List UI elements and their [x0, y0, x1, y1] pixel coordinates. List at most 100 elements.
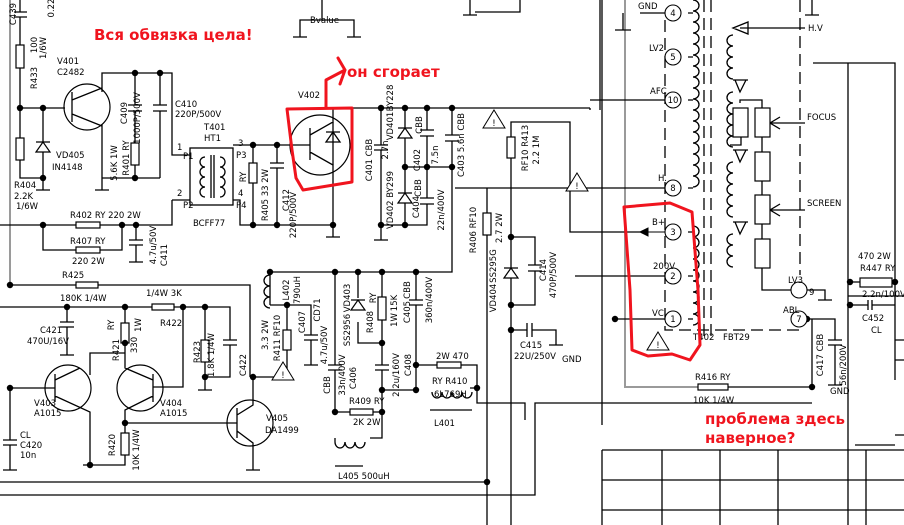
component-label: RY	[107, 319, 117, 330]
component-label: R408	[366, 311, 376, 333]
component-label: GND	[562, 355, 582, 365]
component-label: 220P/500V	[289, 192, 299, 238]
junction-node	[412, 361, 420, 369]
junction-node	[131, 69, 139, 77]
damper-diode	[324, 122, 342, 165]
resistor	[732, 107, 749, 138]
component-label: 1000P/500V	[133, 92, 143, 144]
component-label: 5.6K 1W	[110, 145, 120, 181]
junction-node	[378, 386, 386, 394]
component-label: C410	[175, 100, 197, 110]
component-label: 56n/200V	[839, 344, 849, 385]
resistor	[697, 383, 729, 391]
junction-node	[331, 268, 339, 276]
pin-number: 10	[668, 96, 679, 106]
junction-node	[507, 326, 515, 334]
component-label: R422	[160, 319, 182, 329]
component-label: 330	[130, 337, 140, 353]
component-label: 2.2 1M	[532, 136, 542, 165]
junction-node	[6, 384, 14, 392]
component-label: VD402 BY299	[386, 171, 396, 229]
component-label: R425	[62, 271, 84, 281]
gray-wire	[9, 0, 698, 388]
component-label: CBB	[323, 376, 333, 394]
transistor	[44, 364, 92, 412]
warning-triangle-icon: !	[271, 361, 295, 381]
component-label: SS295G	[489, 249, 499, 283]
junction-node	[412, 268, 420, 276]
component-label: VD403	[343, 284, 353, 313]
component-label: 4	[238, 189, 243, 199]
junction-node	[507, 233, 515, 241]
component-label: P1	[183, 152, 194, 162]
component-label: VD405	[56, 151, 85, 161]
component-label: 0.22	[47, 0, 57, 17]
component-label: C412	[282, 189, 292, 211]
component-label: 100	[30, 37, 40, 53]
component-label: 470 2W	[858, 252, 891, 262]
component-label: R401 RY	[122, 140, 132, 176]
junction-node	[846, 301, 854, 309]
junction-node	[266, 268, 274, 276]
resistor	[377, 296, 387, 321]
title-block-table	[601, 449, 904, 525]
component-label: 3	[238, 139, 243, 149]
resistor	[436, 361, 462, 369]
junction-node	[132, 221, 140, 229]
component-label: GND	[830, 387, 850, 397]
component-label: P2	[183, 201, 194, 211]
component-label: CBB	[415, 116, 425, 134]
component-label: 790uH	[293, 276, 303, 304]
component-label: 200V	[653, 262, 675, 272]
component-label: LV3	[788, 276, 803, 286]
resistor	[130, 142, 140, 166]
component-label: C402	[413, 149, 423, 171]
component-label: R409 RY	[349, 397, 385, 407]
transformer-pin	[664, 310, 682, 328]
junction-node	[63, 303, 71, 311]
component-label: V404	[160, 399, 182, 409]
flyback-secondary-coil	[726, 91, 734, 148]
component-label: 2W 470	[436, 352, 469, 362]
resistor	[482, 212, 492, 236]
junction-node	[377, 104, 385, 112]
resistor	[506, 136, 516, 159]
component-label: Bvalue	[310, 16, 339, 26]
component-label: 1.8K 1/4W	[207, 332, 217, 376]
component-label: 2K 2W	[353, 418, 381, 428]
transformer-pin	[790, 310, 808, 328]
diode	[396, 126, 414, 139]
component-label: C420	[20, 441, 42, 451]
transformer-pin	[790, 281, 808, 299]
component-label: C415	[520, 341, 542, 351]
component-label: R423	[193, 341, 203, 363]
component-label: 22n/400V	[437, 189, 447, 230]
component-label: 9	[809, 288, 814, 298]
junction-node	[473, 384, 481, 392]
component-label: R405 33 2W	[261, 168, 271, 221]
component-label: FBT29	[723, 333, 750, 343]
diode	[349, 298, 367, 311]
component-label: L401	[434, 419, 455, 429]
component-label: R411 RF10	[273, 315, 283, 361]
component-label: R402 RY 220 2W	[70, 211, 141, 221]
junction-node	[329, 221, 337, 229]
svg-text:!: !	[281, 371, 284, 381]
inductor-l402	[263, 274, 271, 309]
component-label: 2.7n	[381, 141, 391, 160]
junction-node	[6, 281, 14, 289]
component-label: L402	[282, 280, 292, 301]
component-label: 33n/400V	[338, 354, 348, 395]
junction-node	[201, 373, 209, 381]
junction-node	[156, 69, 164, 77]
pin-number: 3	[670, 228, 675, 238]
junction-node	[201, 303, 209, 311]
resistor	[75, 221, 101, 229]
red-annotations: Вся обвязка цела! он сгорает проблема зд…	[94, 26, 845, 447]
transformer-pin	[664, 179, 682, 197]
component-label: 2.2K	[14, 192, 34, 202]
flyback-secondary-coil	[726, 233, 734, 268]
component-label: 10K 1/4W	[132, 429, 142, 471]
